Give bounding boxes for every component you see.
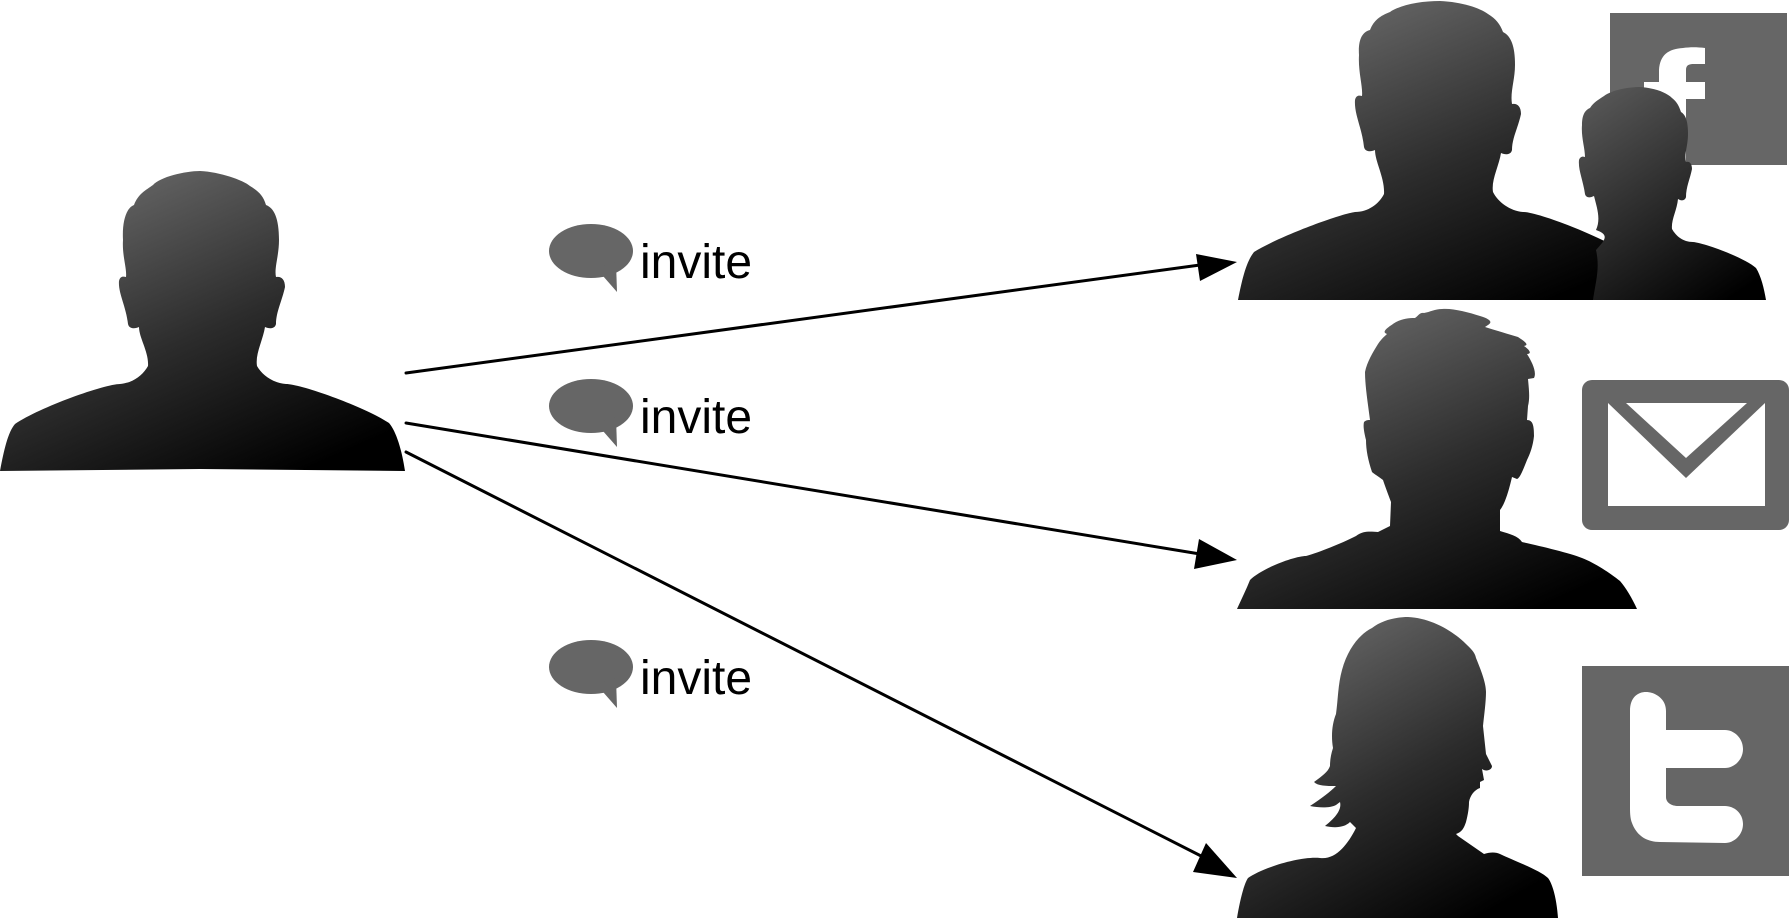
recipient-group-icon (1238, 1, 1766, 300)
invite-text: invite (640, 391, 752, 444)
email-envelope-icon (1582, 380, 1789, 530)
invite-text: invite (640, 236, 752, 289)
twitter-icon (1582, 666, 1789, 876)
speech-bubble-icon (549, 224, 633, 292)
recipient-man-icon (1237, 308, 1637, 609)
speech-bubble-icon (549, 379, 633, 447)
sender-person-icon (0, 171, 405, 471)
invite-arrow-middle (404, 421, 1237, 569)
recipient-woman-icon (1237, 617, 1558, 918)
speech-bubble-icon (549, 640, 633, 708)
invite-text: invite (640, 652, 752, 705)
invite-arrow-top (404, 254, 1237, 375)
invite-label-top: invite (549, 224, 752, 292)
invite-arrow-bottom (404, 450, 1237, 878)
invite-label-middle: invite (549, 379, 752, 447)
invite-label-bottom: invite (549, 640, 752, 708)
